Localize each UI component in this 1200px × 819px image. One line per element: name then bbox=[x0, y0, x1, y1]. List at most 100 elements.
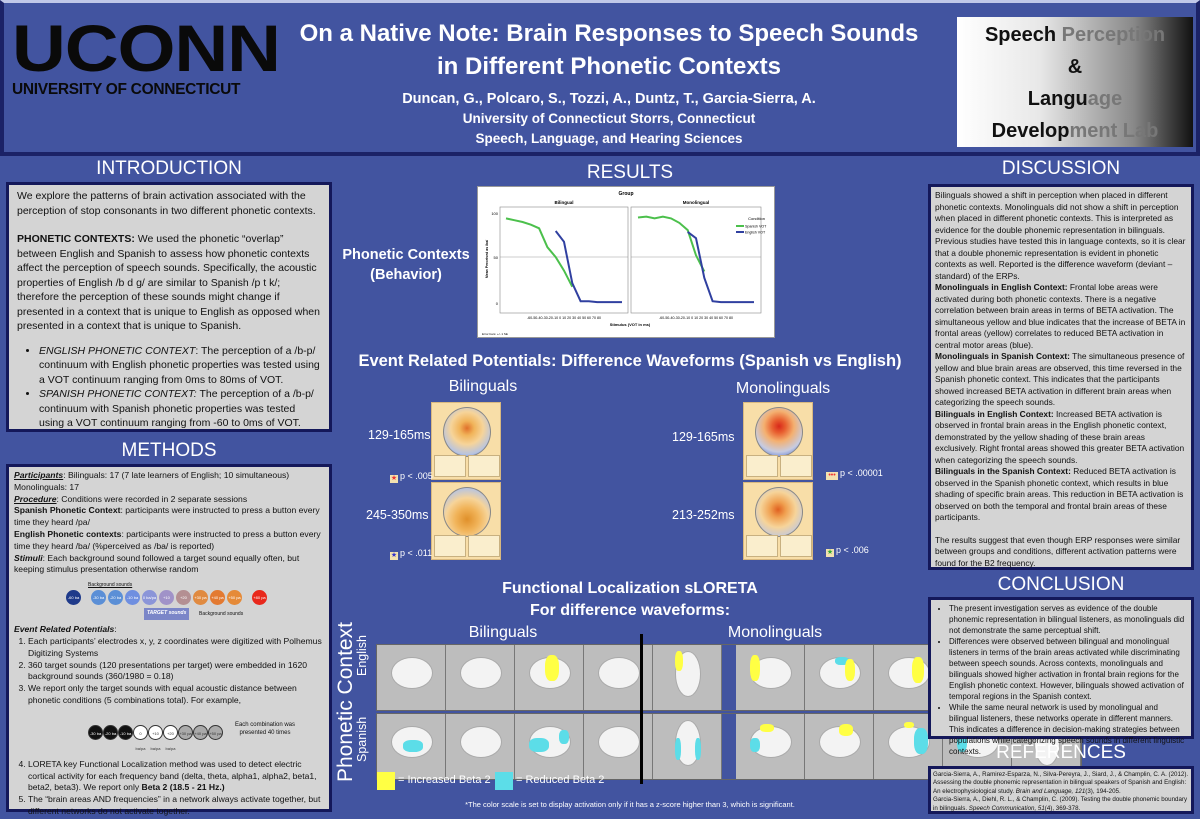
significance-label: ★p < .005 bbox=[390, 471, 433, 483]
logo-wordmark: UCONN bbox=[12, 11, 281, 85]
list-item: Differences were observed between biling… bbox=[949, 636, 1187, 702]
brain-view bbox=[377, 714, 446, 779]
identification-curves: Group Bilingual Monolingual 100 50 0 Mea… bbox=[482, 191, 767, 336]
authors: Duncan, G., Polcaro, S., Tozzi, A., Dunt… bbox=[402, 91, 816, 107]
list-item: The present investigation serves as evid… bbox=[949, 603, 1187, 636]
significance-label: •••p < .00001 bbox=[826, 468, 883, 480]
poster-title-block: On a Native Note: Brain Responses to Spe… bbox=[264, 17, 954, 149]
lab-logo: Speech Perception & Language Development… bbox=[957, 17, 1193, 147]
stimulus-circle: -30 ba bbox=[91, 590, 106, 606]
list-item: SPANISH PHONETIC CONTEXT: The perception… bbox=[39, 387, 321, 431]
activation-region bbox=[559, 730, 569, 744]
svg-text:-60-50-40-30-20-10 0 10 20 3: -60-50-40-30-20-10 0 10 20 30 40 50 60 7… bbox=[527, 316, 601, 320]
erp-group-monolinguals: Monolinguals bbox=[735, 380, 831, 397]
logo-subtitle: UNIVERSITY OF CONNECTICUT bbox=[12, 81, 241, 98]
time-window-label: 213-252ms bbox=[672, 508, 735, 522]
reduced-beta-swatch bbox=[495, 772, 513, 790]
brain-view bbox=[446, 645, 515, 710]
reference-item: Garcia-Sierra, A., Ramirez-Esparza, N., … bbox=[933, 771, 1189, 795]
behavior-chart: Group Bilingual Monolingual 100 50 0 Mea… bbox=[477, 186, 775, 338]
svg-text:Error bars: +/- 1 SE: Error bars: +/- 1 SE bbox=[482, 332, 508, 336]
brain-view bbox=[515, 645, 584, 710]
svg-text:50: 50 bbox=[494, 255, 499, 260]
activation-region bbox=[904, 722, 914, 728]
activation-region bbox=[529, 738, 549, 752]
svg-text:Spanish VOT: Spanish VOT bbox=[745, 225, 767, 229]
stimulus-circle: +40 pa bbox=[210, 590, 225, 606]
erp-title: Event Related Potentials: Difference Wav… bbox=[358, 352, 902, 370]
svg-text:Stimulus (VOT in ms): Stimulus (VOT in ms) bbox=[610, 322, 651, 327]
loreta-group-monolinguals: Monolinguals bbox=[727, 624, 823, 641]
time-window-label: 129-165ms bbox=[368, 428, 431, 442]
combination-circle: +50 pa bbox=[208, 724, 223, 740]
legend-increased: = Increased Beta 2 bbox=[398, 774, 491, 786]
topomap-monolingual-early bbox=[743, 402, 813, 480]
phonetic-contexts-paragraph: PHONETIC CONTEXTS: We used the phonetic … bbox=[17, 233, 320, 332]
group-divider bbox=[640, 634, 643, 784]
brain-view bbox=[653, 714, 722, 779]
affiliation-department: Speech, Language, and Hearing Sciences bbox=[475, 131, 743, 146]
activation-region bbox=[675, 738, 681, 760]
erp-method-list: Each participants’ electrodes x, y, z co… bbox=[14, 636, 324, 707]
list-item: While the same neural network is used by… bbox=[949, 702, 1187, 757]
svg-text:Group: Group bbox=[619, 191, 634, 197]
activation-region bbox=[912, 657, 924, 683]
significance-label: ★p < .011 bbox=[390, 548, 433, 560]
methods-box: Participants: Bilinguals: 17 (7 late lea… bbox=[6, 464, 332, 816]
loreta-group-bilinguals: Bilinguals bbox=[468, 624, 538, 641]
activation-region bbox=[845, 659, 855, 681]
svg-text:Condition: Condition bbox=[748, 216, 765, 221]
brain-icon bbox=[460, 726, 502, 758]
brain-view bbox=[446, 714, 515, 779]
combination-circle: 0 ba/pa bbox=[133, 724, 148, 751]
brain-view bbox=[736, 714, 805, 779]
stimulus-circle: +80 pa bbox=[252, 590, 267, 606]
stimulus-continuum-diagram: Background sounds -60 ba-30 ba-20 ba-10 … bbox=[14, 580, 324, 620]
combination-circle: -30 ba bbox=[88, 724, 103, 740]
combination-circle: -10 ba bbox=[118, 724, 133, 740]
introduction-heading: INTRODUCTION bbox=[96, 158, 242, 179]
activation-region bbox=[760, 724, 774, 732]
activation-region bbox=[835, 657, 849, 665]
combination-circle: +30 pa bbox=[178, 724, 193, 740]
activation-region bbox=[695, 738, 701, 760]
time-window-label: 245-350ms bbox=[366, 508, 429, 522]
brain-view bbox=[805, 714, 874, 779]
brain-view bbox=[736, 645, 805, 710]
stimulus-circle: +20 ba/pa bbox=[176, 590, 191, 615]
stimulus-circle: -10 ba bbox=[125, 590, 140, 606]
significance-label: ★p < .006 bbox=[826, 545, 869, 557]
brain-view bbox=[515, 714, 584, 779]
list-item: ENGLISH PHONETIC CONTEXT: The perception… bbox=[39, 344, 321, 388]
references-box: Garcia-Sierra, A., Ramirez-Esparza, N., … bbox=[928, 766, 1194, 814]
time-window-label: 129-165ms bbox=[672, 430, 735, 444]
behavior-label: Phonetic Contexts (Behavior) bbox=[342, 247, 470, 283]
svg-text:0: 0 bbox=[496, 301, 499, 306]
conclusion-heading: CONCLUSION bbox=[997, 574, 1125, 595]
svg-text:English VOT: English VOT bbox=[745, 231, 766, 235]
poster-title: On a Native Note: Brain Responses to Spe… bbox=[299, 20, 919, 80]
brain-icon bbox=[598, 726, 640, 758]
row-label-english: English bbox=[355, 635, 369, 676]
results-heading: RESULTS bbox=[586, 162, 674, 183]
reference-item: Garcia-Sierra, A., Diehl, R. L., & Champ… bbox=[933, 796, 1188, 812]
discussion-heading: DISCUSSION bbox=[1001, 158, 1121, 179]
brain-view bbox=[653, 645, 722, 710]
activation-region bbox=[750, 738, 760, 752]
svg-text:Mean Perceived as /ba/: Mean Perceived as /ba/ bbox=[485, 240, 489, 278]
brain-view bbox=[377, 645, 446, 710]
activation-region bbox=[750, 655, 760, 681]
brain-view bbox=[805, 645, 874, 710]
uconn-logo: UCONN UNIVERSITY OF CONNECTICUT bbox=[12, 15, 281, 99]
context-list: ENGLISH PHONETIC CONTEXT: The perception… bbox=[17, 344, 321, 431]
row-label-spanish: Spanish bbox=[355, 716, 369, 762]
activation-region bbox=[957, 732, 967, 752]
conclusion-box: The present investigation serves as evid… bbox=[928, 597, 1194, 756]
stimulus-circle: +10 ba/pa bbox=[159, 590, 174, 615]
svg-text:100: 100 bbox=[491, 211, 498, 216]
stimulus-circle: +50 pa bbox=[227, 590, 242, 606]
topomap-bilingual-early bbox=[431, 402, 501, 480]
methods-heading: METHODS bbox=[121, 440, 217, 461]
